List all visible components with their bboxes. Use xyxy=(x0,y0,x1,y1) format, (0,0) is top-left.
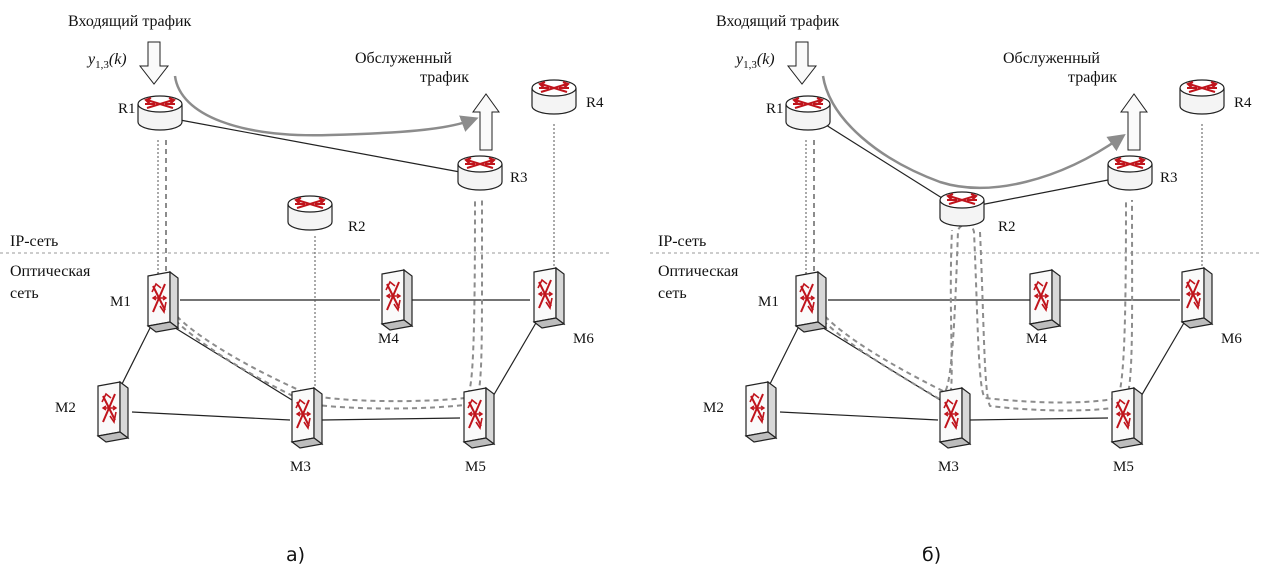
switch-label-m3: M3 xyxy=(290,459,311,475)
incoming-label: Входящий трафик xyxy=(68,13,192,30)
router-label-r3: R3 xyxy=(510,170,528,186)
router-label-r1: R1 xyxy=(766,101,784,117)
lightpath xyxy=(157,140,484,410)
ip-layer-label: IP-сеть xyxy=(10,233,58,250)
optical-switch-icon xyxy=(939,387,971,449)
switch-label-m5: M5 xyxy=(1113,459,1134,475)
optical-links xyxy=(119,299,541,421)
served-label-1: Обслуженный xyxy=(355,50,452,67)
router-icon xyxy=(784,94,832,132)
router-icon xyxy=(1178,78,1226,116)
switch-label-m1: M1 xyxy=(758,294,779,310)
optical-layer-label-2: сеть xyxy=(10,285,39,302)
switch-label-m2: M2 xyxy=(703,400,724,416)
switch-label-m4: M4 xyxy=(378,331,399,347)
router-icon xyxy=(136,94,184,132)
incoming-label: Входящий трафик xyxy=(716,13,840,30)
switch-label-m1: M1 xyxy=(110,294,131,310)
lightpath xyxy=(805,140,1134,412)
router-label-r2: R2 xyxy=(998,219,1016,235)
optical-switch-icon xyxy=(291,387,323,449)
switch-label-m6: M6 xyxy=(573,331,594,347)
optical-layer-label-1: Оптическая xyxy=(658,263,739,280)
switch-label-m3: M3 xyxy=(938,459,959,475)
optical-switch-icon xyxy=(533,267,565,329)
optical-switch-icon xyxy=(97,381,129,443)
layer-mappings xyxy=(157,124,555,396)
router-icon xyxy=(1106,154,1154,192)
served-label-2: трафик xyxy=(420,69,469,86)
switch-label-m6: M6 xyxy=(1221,331,1242,347)
router-icon xyxy=(938,190,986,228)
served-label-2: трафик xyxy=(1068,69,1117,86)
traffic-flow-arrow xyxy=(821,75,1126,189)
demand-label: y1,3(k) xyxy=(734,51,775,71)
switch-label-m4: M4 xyxy=(1026,331,1047,347)
optical-switch-icon xyxy=(1029,269,1061,331)
optical-switch-icon xyxy=(1111,387,1143,449)
ip-link-r1-r3 xyxy=(179,119,461,173)
router-icon xyxy=(286,194,334,232)
optical-switch-icon xyxy=(795,271,827,333)
optical-switch-icon xyxy=(147,271,179,333)
demand-label: y1,3(k) xyxy=(86,51,127,71)
optical-switch-icon xyxy=(745,381,777,443)
router-label-r1: R1 xyxy=(118,101,136,117)
optical-layer-label-2: сеть xyxy=(658,285,687,302)
served-arrow xyxy=(1120,93,1148,151)
served-arrow xyxy=(472,93,500,151)
layer-mappings xyxy=(805,124,1203,272)
optical-layer-label-1: Оптическая xyxy=(10,263,91,280)
optical-switch-icon xyxy=(381,269,413,331)
ip-links xyxy=(825,124,1109,206)
switch-label-m5: M5 xyxy=(465,459,486,475)
router-label-r4: R4 xyxy=(586,95,604,111)
panel-caption: а) xyxy=(286,544,305,566)
router-label-r4: R4 xyxy=(1234,95,1252,111)
router-icon xyxy=(530,78,578,116)
router-icon xyxy=(456,154,504,192)
incoming-arrow xyxy=(786,41,818,85)
served-label-1: Обслуженный xyxy=(1003,50,1100,67)
router-label-r3: R3 xyxy=(1160,170,1178,186)
panel-a: IP-сеть Оптическая сеть xyxy=(0,13,612,566)
optical-switch-icon xyxy=(1181,267,1213,329)
switch-label-m2: M2 xyxy=(55,400,76,416)
traffic-flow-arrow xyxy=(173,75,479,137)
incoming-arrow xyxy=(138,41,170,85)
optical-switch-icon xyxy=(463,387,495,449)
ip-layer-label: IP-сеть xyxy=(658,233,706,250)
panel-caption: б) xyxy=(922,544,941,566)
panel-b: IP-сеть Оптическая сеть Входящий трафик xyxy=(650,13,1262,566)
router-label-r2: R2 xyxy=(348,219,366,235)
